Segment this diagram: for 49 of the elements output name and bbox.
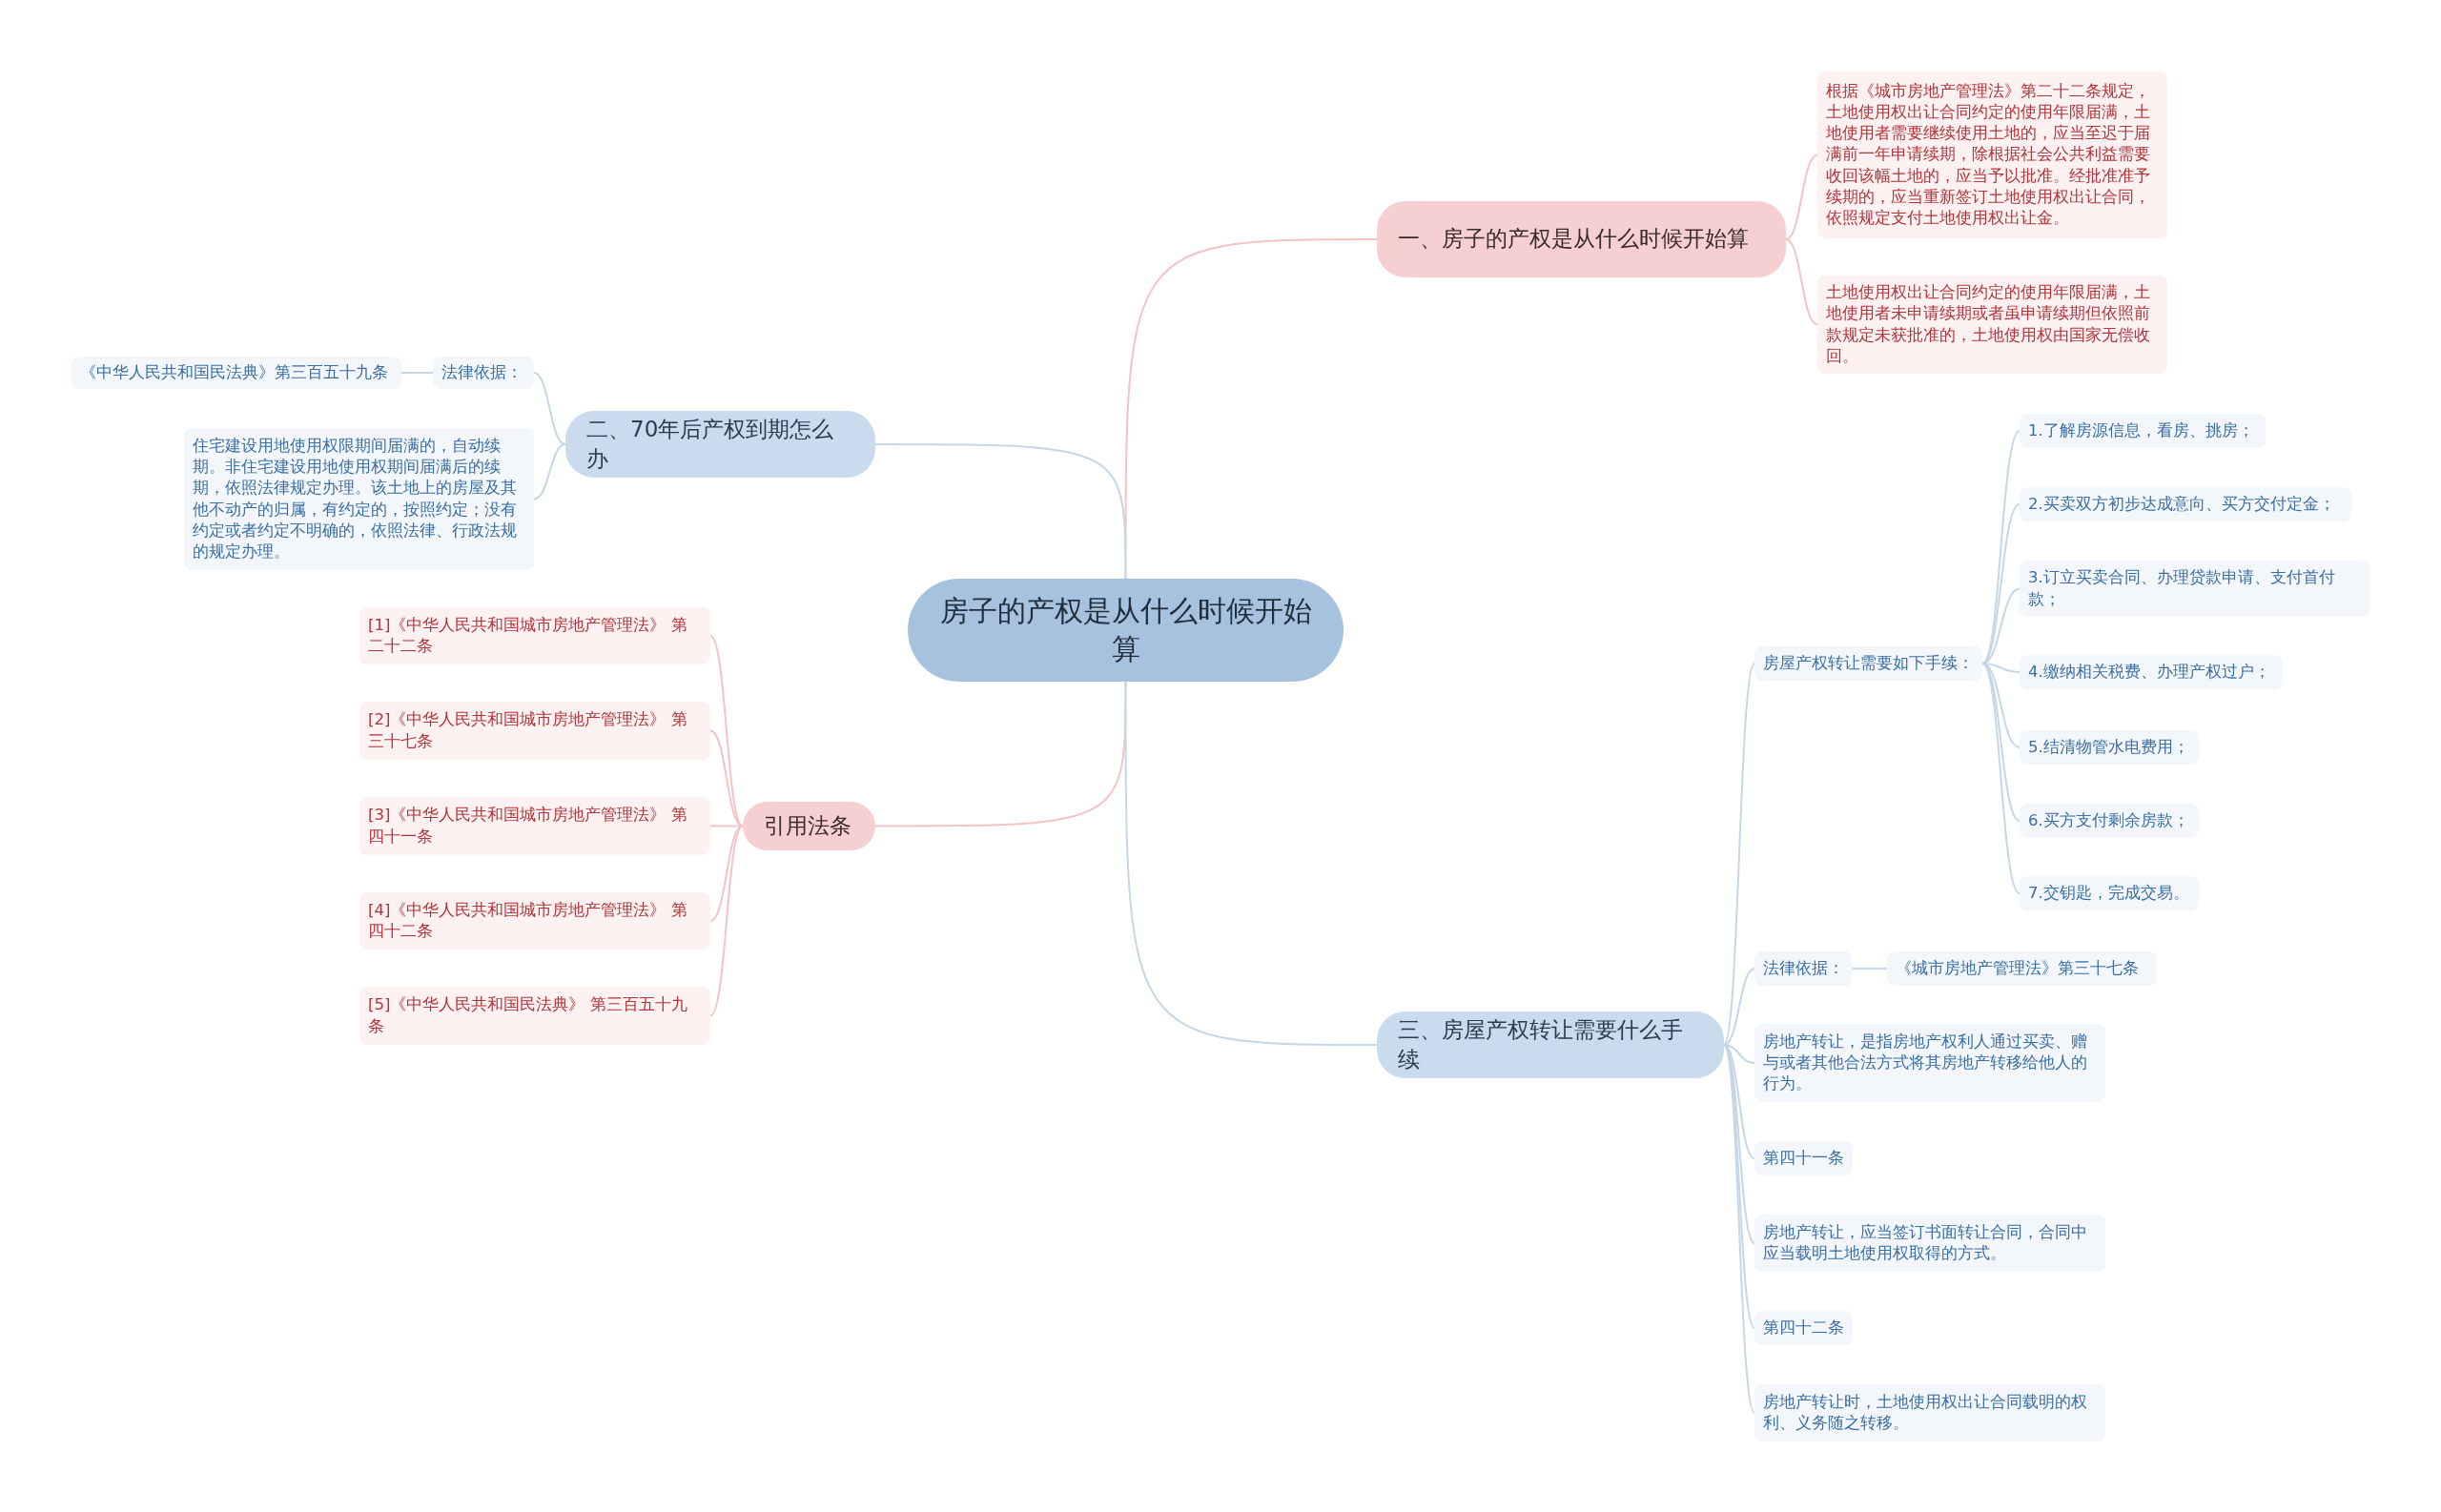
note-box: 房屋产权转让需要如下手续： — [1754, 646, 1982, 681]
note-box: 住宅建设用地使用权限期间届满的，自动续期。非住宅建设用地使用权期间届满后的续期，依照法律规定办理。该土地上的房屋及其他不动产的归属，有约定的，按照约定；没有约定或者约定不明确的，依照法律、行政法规的规定办理。 — [184, 428, 534, 570]
note-box: [1]《中华人民共和国城市房地产管理法》 第二十二条 — [359, 607, 710, 664]
connector-line — [1981, 663, 2020, 894]
connector-line — [1723, 663, 1755, 1046]
note-box: 《城市房地产管理法》第三十七条 — [1887, 951, 2157, 986]
note-box: 4.缴纳相关税费、办理产权过户； — [2020, 655, 2283, 689]
connector-line — [1981, 430, 2020, 664]
note-box: [2]《中华人民共和国城市房地产管理法》 第三十七条 — [359, 702, 710, 760]
note-box: 5.结清物管水电费用； — [2020, 730, 2199, 765]
note-box: [4]《中华人民共和国城市房地产管理法》 第四十二条 — [359, 892, 710, 950]
connector-line — [1723, 1044, 1755, 1414]
connector-line — [1124, 238, 1378, 580]
note-box: [5]《中华人民共和国民法典》 第三百五十九条 — [359, 987, 710, 1045]
note-box: 3.订立买卖合同、办理贷款申请、支付首付款； — [2020, 561, 2369, 617]
note-box: 1.了解房源信息，看房、挑房； — [2020, 414, 2266, 448]
note-box: [3]《中华人民共和国城市房地产管理法》 第四十一条 — [359, 797, 710, 855]
note-box: 《中华人民共和国民法典》第三百五十九条 — [72, 357, 401, 389]
connector-line — [1124, 681, 1378, 1046]
note-box: 法律依据： — [433, 357, 534, 389]
note-box: 第四十二条 — [1754, 1311, 1853, 1345]
note-box: 房地产转让，是指房地产权利人通过买卖、赠与或者其他合法方式将其房地产转移给他人的行为。 — [1754, 1024, 2105, 1102]
connector-line — [1723, 968, 1755, 1046]
note-box: 7.交钥匙，完成交易。 — [2020, 876, 2199, 910]
connector-line — [533, 372, 566, 445]
note-box: 6.买方支付剩余房款； — [2020, 804, 2199, 838]
connector-line — [874, 681, 1127, 828]
connector-line — [1981, 587, 2020, 664]
note-box: 第四十一条 — [1754, 1141, 1853, 1175]
note-box: 土地使用权出让合同约定的使用年限届满，土地使用者未申请续期或者虽申请续期但依照前款规定未获批准的，土地使用权由国家无偿收回。 — [1817, 276, 2167, 374]
connector-line — [1785, 153, 1818, 240]
connector-line — [1852, 968, 1888, 970]
note-box: 根据《城市房地产管理法》第二十二条规定，土地使用权出让合同约定的使用年限届满，土地使用者需要继续使用土地的，应当至迟于届满前一年申请续期，除根据社会公共利益需要收回该幅土地的，应当予以批准。经批准准予续期的，应当重新签订土地使用权出让合同，依照规定支付土地使用权出让金。 — [1817, 72, 2167, 238]
note-box: 法律依据： — [1754, 951, 1853, 986]
note-box: 2.买卖双方初步达成意向、买方交付定金； — [2020, 487, 2351, 521]
connector-line — [709, 825, 744, 1017]
connector-line — [1723, 1044, 1755, 1329]
connector-line — [400, 372, 434, 374]
connector-line — [1785, 238, 1818, 326]
branch-topic: 引用法条 — [743, 802, 875, 850]
connector-line — [709, 729, 744, 828]
branch-topic: 三、房屋产权转让需要什么手续 — [1377, 1011, 1724, 1079]
branch-topic: 二、70年后产权到期怎么办 — [565, 411, 875, 479]
note-box: 房地产转让，应当签订书面转让合同，合同中应当载明土地使用权取得的方式。 — [1754, 1215, 2105, 1272]
central-topic: 房子的产权是从什么时候开始算 — [908, 579, 1344, 682]
connector-line — [874, 443, 1127, 580]
connector-line — [533, 443, 566, 501]
note-box: 房地产转让时，土地使用权出让合同载明的权利、义务随之转移。 — [1754, 1384, 2105, 1441]
branch-topic: 一、房子的产权是从什么时候开始算 — [1377, 201, 1786, 277]
